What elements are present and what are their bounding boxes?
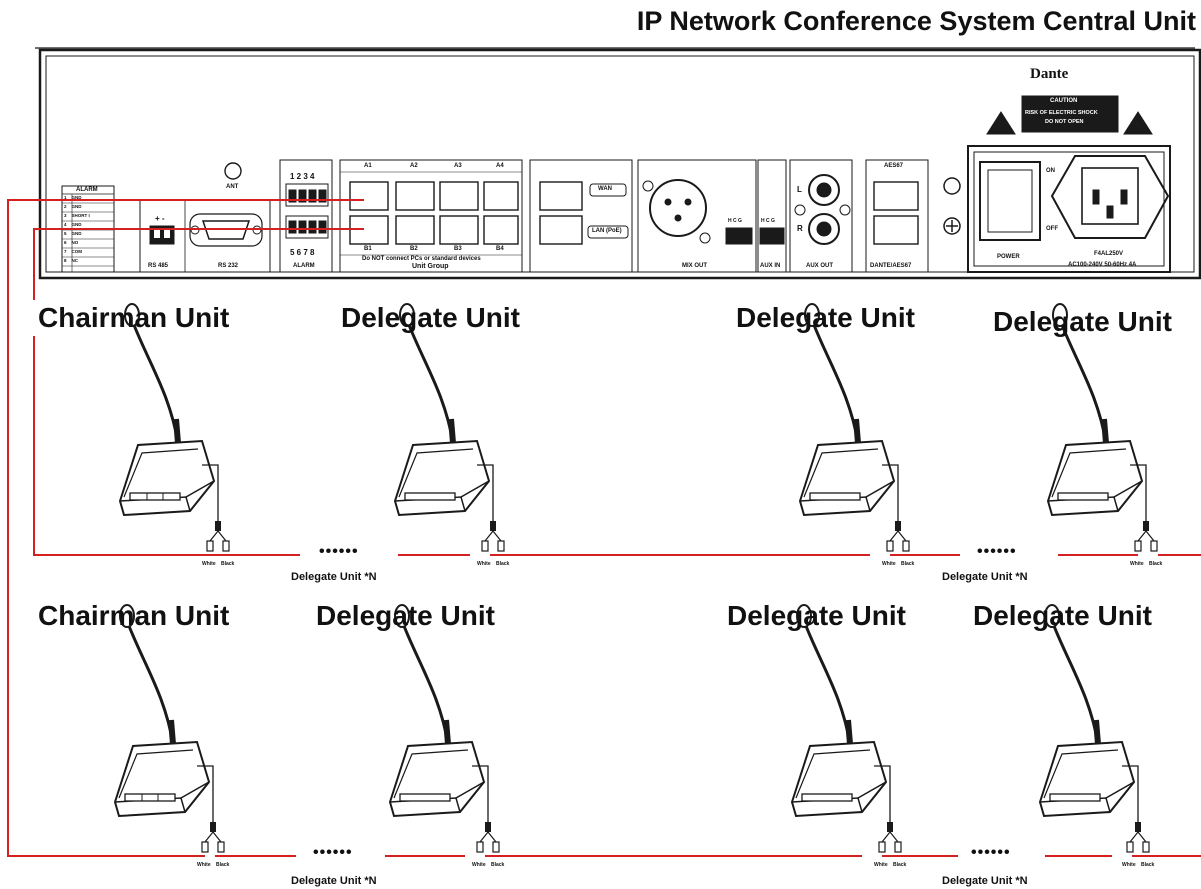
- conference-units: [113, 303, 1158, 853]
- dante-logo: Dante: [1030, 66, 1069, 82]
- black-plug-label: Black: [216, 862, 230, 868]
- aux-left-label: L: [797, 185, 802, 194]
- alarm-row: 3 SHORT I: [64, 213, 90, 218]
- power-label: POWER: [997, 254, 1020, 260]
- continuation-dots: ••••••: [319, 543, 359, 560]
- alarm-row: 7 COM: [64, 249, 83, 254]
- black-plug-label: Black: [221, 561, 235, 567]
- central-unit-panel: [35, 47, 1201, 280]
- chairman-microphone-icon: [113, 604, 225, 853]
- delegate-unit-label: Delegate Unit: [316, 600, 495, 631]
- mix-out-label: MIX OUT: [682, 263, 707, 269]
- fuse-label: F4AL250V: [1094, 251, 1124, 257]
- continuation-dots: ••••••: [971, 844, 1011, 861]
- alarm-row: 6 NO: [64, 240, 79, 245]
- delegate-unit-label: Delegate Unit: [341, 302, 520, 333]
- rs232-label: RS 232: [218, 263, 239, 269]
- delegate-microphone-icon: [1046, 303, 1158, 552]
- port-b3: B3: [454, 246, 462, 252]
- black-plug-label: Black: [1149, 561, 1163, 567]
- white-plug-label: White: [1122, 862, 1136, 868]
- delegate-unit-label: Delegate Unit: [727, 600, 906, 631]
- alarm-row: 2 GND: [64, 204, 82, 209]
- chairman-unit-label: Chairman Unit: [38, 302, 230, 333]
- antenna-label: ANT: [226, 184, 239, 190]
- page-title: IP Network Conference System Central Uni…: [636, 6, 1196, 36]
- rs485-label: RS 485: [148, 263, 169, 269]
- chairman-microphone-icon: [118, 303, 230, 552]
- ac-rating-label: AC100-240V 50-60Hz 4A: [1068, 262, 1137, 268]
- alarm-row: 8 NC: [64, 258, 79, 263]
- alarm-row: 5 GND: [64, 231, 82, 236]
- white-plug-label: White: [874, 862, 888, 868]
- continuation-dots: ••••••: [977, 543, 1017, 560]
- aux-in-pins: H C G: [761, 218, 775, 224]
- delegate-microphone-icon: [388, 604, 500, 853]
- unit-group-warning: Do NOT connect PCs or standard devices: [362, 256, 481, 262]
- white-plug-label: White: [882, 561, 896, 567]
- lan-label: LAN (PoE): [592, 228, 622, 234]
- black-plug-label: Black: [491, 862, 505, 868]
- port-a3: A3: [454, 163, 462, 169]
- caution-title: CAUTION: [1050, 98, 1078, 104]
- delegate-microphone-icon: [393, 303, 505, 552]
- alarm-table-title: ALARM: [76, 187, 98, 193]
- delegate-unit-n-label: Delegate Unit *N: [942, 875, 1028, 887]
- switch-on-label: ON: [1046, 168, 1055, 174]
- port-a2: A2: [410, 163, 418, 169]
- delegate-microphone-icon: [1038, 604, 1150, 853]
- delegate-unit-label: Delegate Unit: [993, 306, 1172, 337]
- aux-out-label: AUX OUT: [806, 263, 833, 269]
- white-plug-label: White: [472, 862, 486, 868]
- network-cables: [7, 199, 1201, 857]
- port-b4: B4: [496, 246, 504, 252]
- aes67-label: AES67: [884, 163, 904, 169]
- delegate-unit-n-label: Delegate Unit *N: [291, 571, 377, 583]
- white-plug-label: White: [202, 561, 216, 567]
- aux-in-label: AUX IN: [760, 263, 781, 269]
- white-plug-label: White: [197, 862, 211, 868]
- delegate-unit-label: Delegate Unit: [973, 600, 1152, 631]
- black-plug-label: Black: [893, 862, 907, 868]
- white-plug-label: White: [1130, 561, 1144, 567]
- alarm-top-pins: 1 2 3 4: [290, 172, 315, 181]
- delegate-microphone-icon: [798, 303, 910, 552]
- alarm-block-label: ALARM: [293, 263, 315, 269]
- port-a4: A4: [496, 163, 504, 169]
- unit-group-label: Unit Group: [412, 263, 449, 270]
- dante-aes67-label: DANTE/AES67: [870, 263, 912, 269]
- aux-right-label: R: [797, 224, 803, 233]
- white-plug-label: White: [477, 561, 491, 567]
- port-a1: A1: [364, 163, 372, 169]
- port-b2: B2: [410, 246, 418, 252]
- mix-out-pins: H C G: [728, 218, 742, 224]
- alarm-row: 1 GND: [64, 195, 82, 200]
- alarm-row: 4 GND: [64, 222, 82, 227]
- wan-label: WAN: [598, 186, 612, 192]
- rs485-pins: + -: [155, 214, 165, 223]
- black-plug-label: Black: [901, 561, 915, 567]
- switch-off-label: OFF: [1046, 226, 1058, 232]
- chairman-unit-label: Chairman Unit: [38, 600, 230, 631]
- caution-line-2: DO NOT OPEN: [1045, 119, 1084, 125]
- continuation-dots: ••••••: [313, 844, 353, 861]
- caution-line-1: RISK OF ELECTRIC SHOCK: [1025, 110, 1098, 116]
- alarm-bottom-pins: 5 6 7 8: [290, 248, 315, 257]
- delegate-unit-label: Delegate Unit: [736, 302, 915, 333]
- black-plug-label: Black: [496, 561, 510, 567]
- port-b1: B1: [364, 246, 372, 252]
- black-plug-label: Black: [1141, 862, 1155, 868]
- delegate-microphone-icon: [790, 604, 902, 853]
- delegate-unit-n-label: Delegate Unit *N: [942, 571, 1028, 583]
- delegate-unit-n-label: Delegate Unit *N: [291, 875, 377, 887]
